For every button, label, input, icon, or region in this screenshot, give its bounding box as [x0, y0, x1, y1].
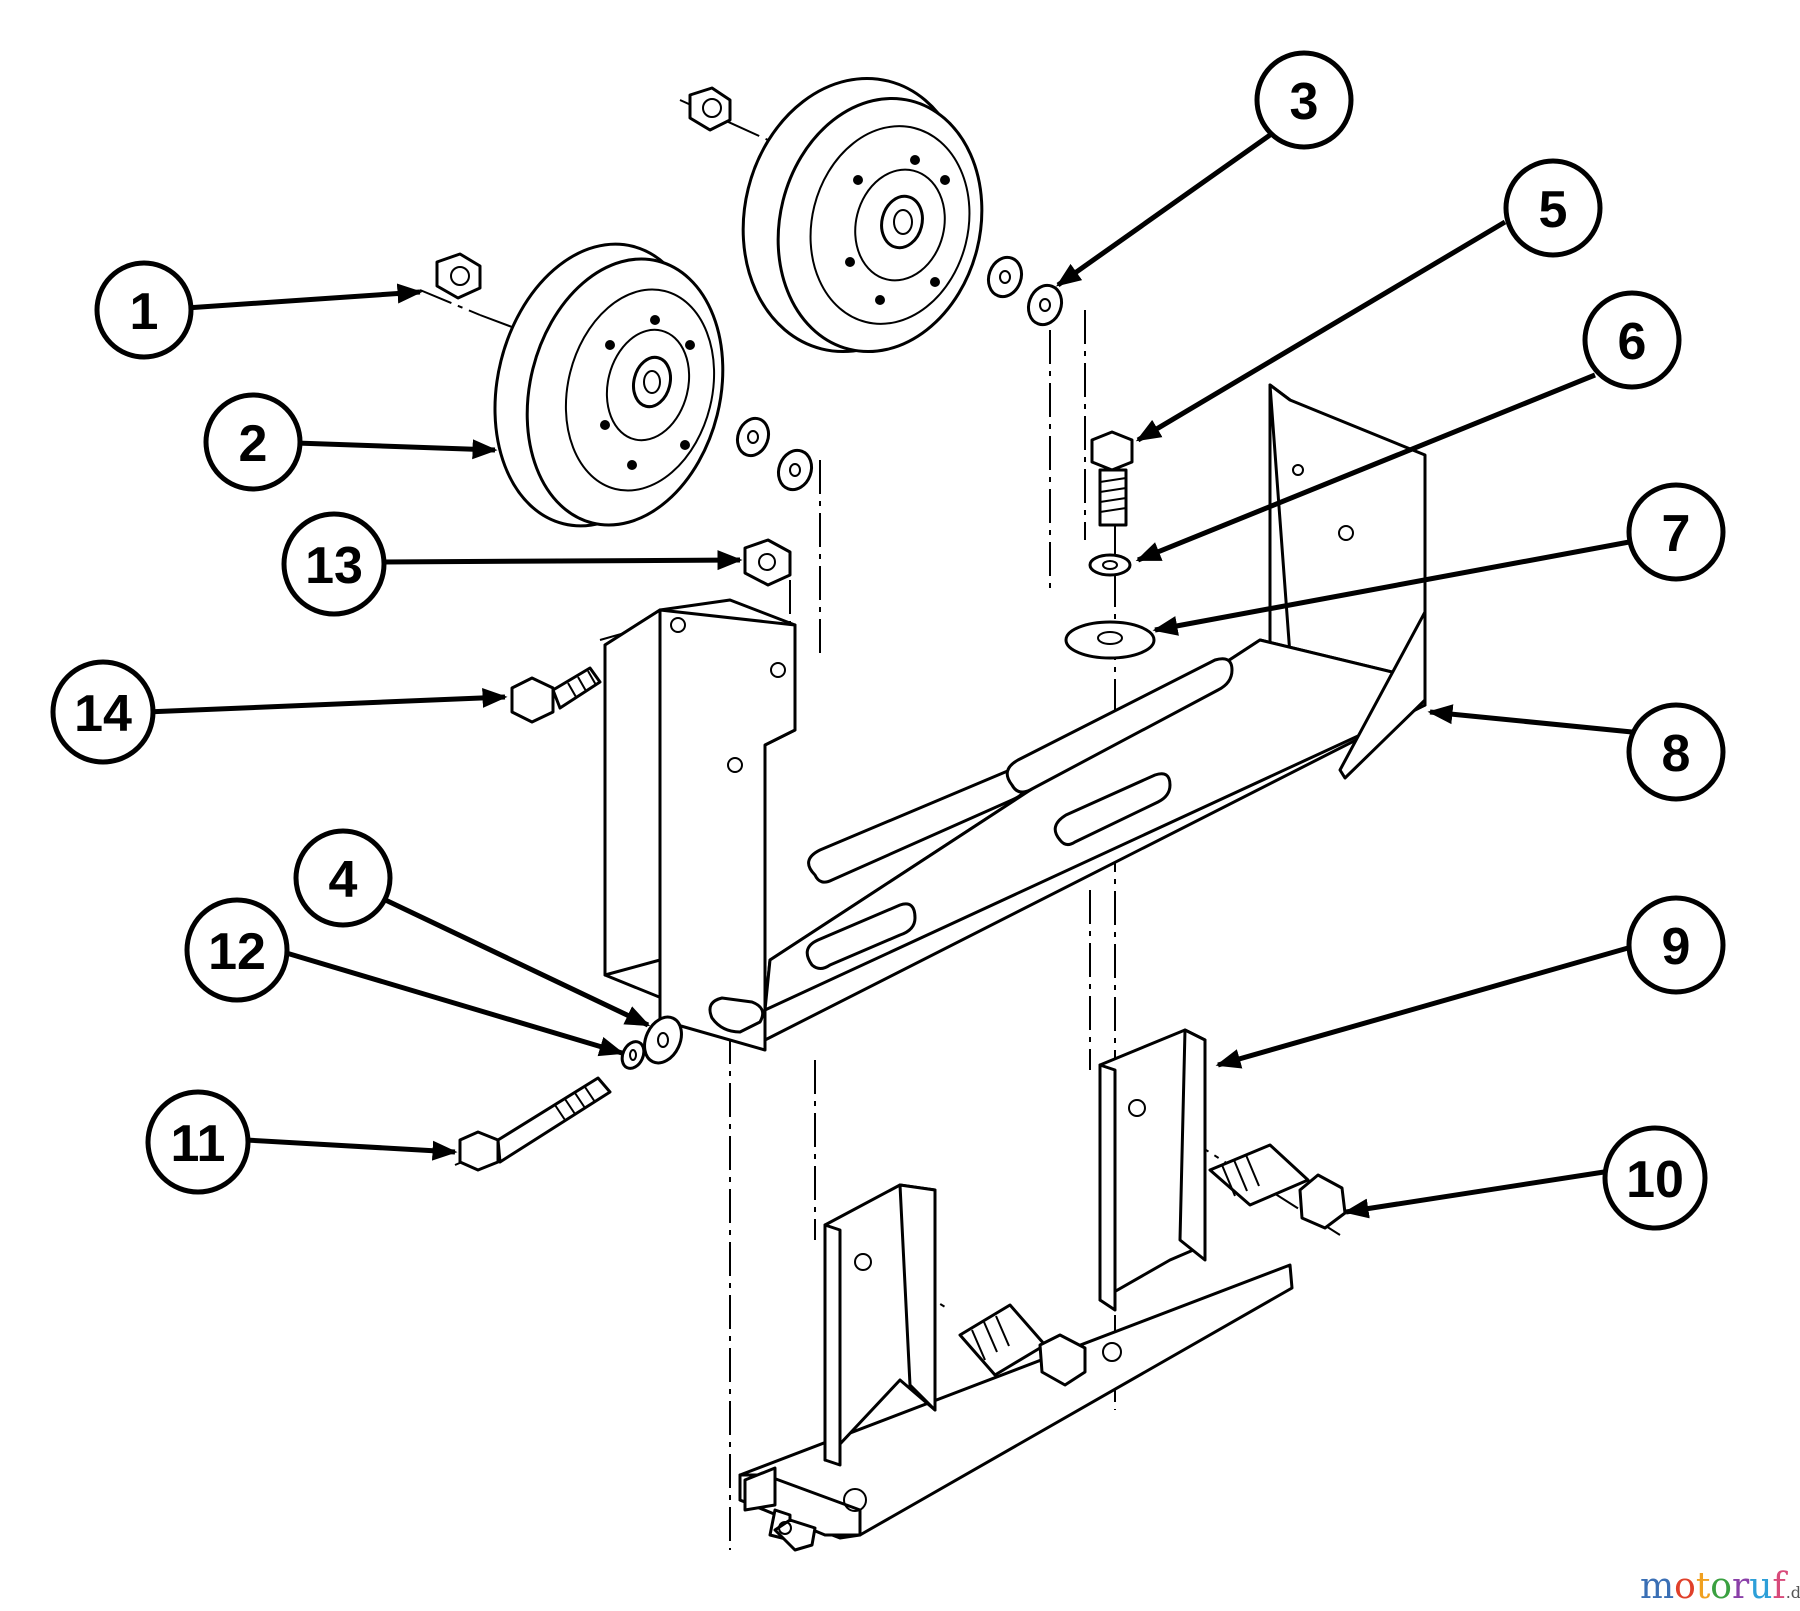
- callout-label: 1: [130, 283, 159, 341]
- washer-4: [643, 1015, 683, 1065]
- callout-label: 14: [74, 685, 132, 743]
- washers-lower: [735, 416, 814, 492]
- callout-2: 2: [203, 392, 303, 492]
- callout-5: 5: [1503, 158, 1603, 258]
- nut-13: [743, 538, 792, 587]
- callout-4: 4: [293, 828, 393, 928]
- bolt-10: [1208, 1143, 1347, 1230]
- callout-9: 9: [1626, 895, 1726, 995]
- bracket-9-front: [823, 1183, 937, 1467]
- watermark-letter: u: [1749, 1566, 1772, 1607]
- callout-10: 10: [1602, 1125, 1708, 1231]
- callout-label: 6: [1618, 313, 1647, 371]
- watermark-letter: m: [1640, 1566, 1674, 1607]
- bolt-lower-front: [958, 1303, 1087, 1387]
- watermark-logo: motoruf.de: [1640, 1566, 1800, 1607]
- callout-11: 11: [145, 1089, 251, 1195]
- callout-14: 14: [50, 659, 156, 765]
- bracket-8: [603, 383, 1427, 1052]
- pulley-lower: [493, 242, 725, 528]
- callout-label: 10: [1626, 1151, 1684, 1209]
- watermark-letter: r: [1732, 1566, 1750, 1607]
- watermark-letter: o: [1710, 1566, 1732, 1607]
- nut-lower: [435, 252, 482, 300]
- watermark-letter: t: [1696, 1566, 1711, 1607]
- watermark-suffix: .de: [1786, 1583, 1800, 1602]
- callout-label: 9: [1662, 918, 1691, 976]
- pulley-upper: [741, 76, 984, 354]
- watermark-letter: f: [1772, 1566, 1788, 1607]
- bracket-9-rear: [1098, 1028, 1207, 1312]
- callout-label: 12: [208, 923, 266, 981]
- callout-label: 11: [171, 1115, 226, 1173]
- callout-label: 4: [329, 851, 358, 909]
- bolt-5: [1090, 430, 1134, 527]
- nut-upper: [688, 86, 732, 132]
- bolt-14: [510, 666, 602, 724]
- washers-upper: [986, 255, 1064, 327]
- bolt-11: [458, 1076, 612, 1172]
- watermark-letter: o: [1674, 1566, 1696, 1607]
- callout-label: 2: [239, 415, 268, 473]
- callout-label: 7: [1662, 505, 1691, 563]
- callout-7: 7: [1626, 482, 1726, 582]
- flat-washer-7: [1064, 620, 1156, 660]
- callout-13: 13: [281, 511, 387, 617]
- callout-3: 3: [1254, 50, 1354, 150]
- callout-6: 6: [1582, 290, 1682, 390]
- callout-label: 8: [1662, 725, 1691, 783]
- lock-washer-6: [1088, 553, 1132, 577]
- callout-1: 1: [94, 260, 194, 360]
- callout-12: 12: [184, 897, 290, 1003]
- svg-text:motoruf.de: motoruf.de: [1640, 1566, 1800, 1607]
- callout-label: 5: [1539, 181, 1568, 239]
- stud-underside: [773, 1518, 817, 1552]
- callout-label: 13: [305, 537, 363, 595]
- callout-label: 3: [1290, 73, 1319, 131]
- mount-plate: [738, 1263, 1294, 1542]
- callout-8: 8: [1626, 702, 1726, 802]
- leader-lines: [145, 132, 1641, 1219]
